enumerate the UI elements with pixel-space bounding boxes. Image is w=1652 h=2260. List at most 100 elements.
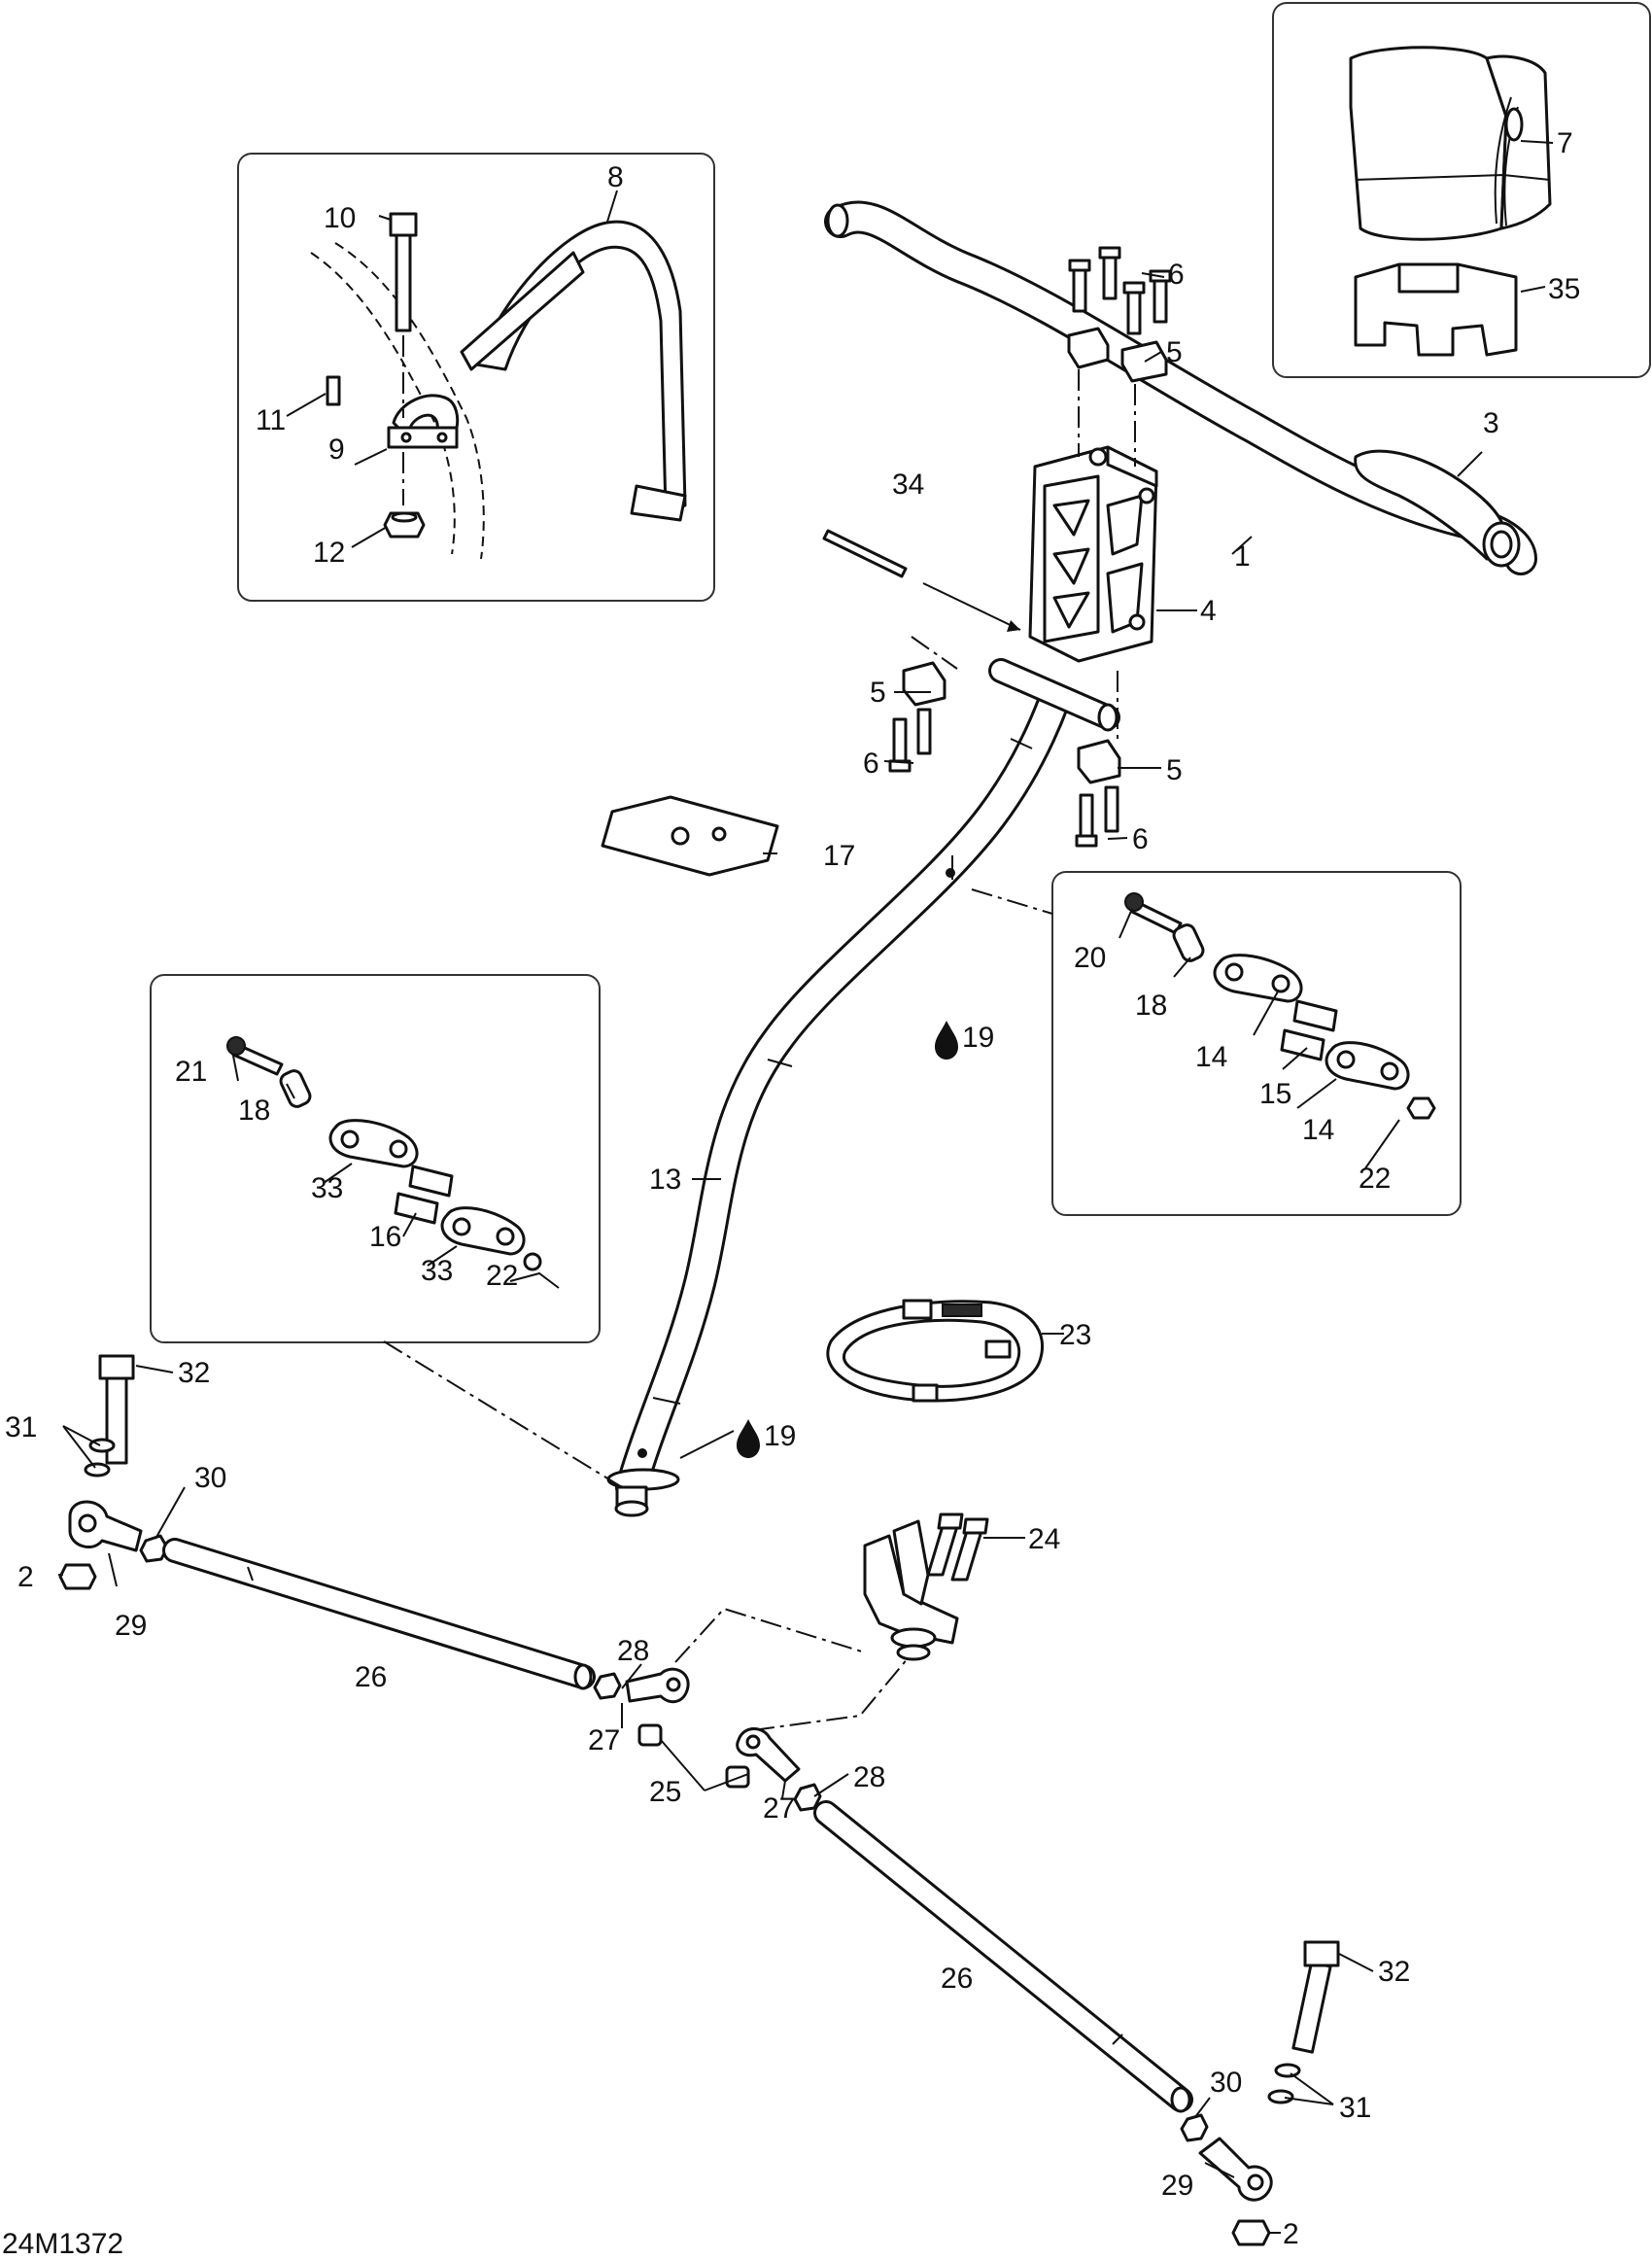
- callout-2: 2: [1283, 2218, 1299, 2250]
- callout-12: 12: [313, 537, 345, 569]
- diagram-code: 24M1372: [2, 2228, 123, 2260]
- callout-30: 30: [194, 1462, 226, 1494]
- callout-27: 27: [588, 1724, 620, 1756]
- callout-9: 9: [328, 434, 345, 466]
- callout-26: 26: [355, 1661, 387, 1693]
- callout-19: 19: [764, 1420, 796, 1452]
- callout-29: 29: [115, 1610, 147, 1642]
- callout-16: 16: [369, 1221, 401, 1253]
- detail-box-handlebar-clamp: [237, 153, 715, 602]
- tie-rod-right: [813, 1800, 1193, 2113]
- callout-35: 35: [1548, 273, 1580, 305]
- oil-drop-icon: [935, 1021, 958, 1060]
- upper-clamp-left: [1067, 327, 1110, 369]
- jam-nut-left: [139, 1534, 169, 1563]
- bushing-spacer-lower: [394, 1165, 454, 1225]
- column-bottom-flange: [606, 1468, 680, 1517]
- callout-19: 19: [962, 1022, 994, 1054]
- callout-23: 23: [1059, 1319, 1091, 1351]
- pad-foam-insert: [1354, 262, 1518, 357]
- column-cover: [826, 1299, 1045, 1403]
- bushing-nut-lower: [523, 1252, 542, 1271]
- bushing-bolt-upper: [1124, 892, 1183, 935]
- callout-8: 8: [607, 161, 624, 193]
- bushing-spacer-upper: [1280, 999, 1338, 1061]
- detail-box-handlebar-pad: [1272, 2, 1651, 378]
- callout-3: 3: [1483, 407, 1499, 439]
- callout-5: 5: [1166, 754, 1183, 786]
- bracket-bolts: [926, 1512, 989, 1582]
- callout-18: 18: [1135, 990, 1167, 1022]
- callout-33: 33: [311, 1172, 343, 1204]
- callout-6: 6: [1132, 823, 1149, 855]
- callout-28: 28: [617, 1635, 649, 1667]
- washers-right: [1267, 2063, 1301, 2104]
- lower-clamp-left: [902, 661, 946, 707]
- callout-2: 2: [17, 1561, 34, 1593]
- callout-33: 33: [421, 1255, 453, 1287]
- steering-arm-bracket: [863, 1519, 959, 1661]
- u-clamp: [387, 394, 460, 449]
- spacer-b: [725, 1765, 750, 1789]
- handlebar-pad-bar: [460, 220, 687, 522]
- callout-4: 4: [1200, 595, 1217, 627]
- bushing-bolt-lower: [226, 1036, 284, 1076]
- callout-31: 31: [1339, 2092, 1371, 2124]
- upper-screws: [1068, 246, 1172, 335]
- callout-24: 24: [1028, 1523, 1060, 1555]
- mounting-plate: [601, 795, 779, 877]
- upper-clamp-right: [1120, 340, 1168, 383]
- callout-1: 1: [1234, 540, 1251, 573]
- detail-box-upper-bushing: [1051, 871, 1462, 1216]
- washers-left: [84, 1438, 116, 1478]
- oil-drop-icon: [737, 1419, 760, 1458]
- stem-clamp-block: [1028, 445, 1158, 663]
- callout-20: 20: [1074, 942, 1106, 974]
- lower-clamp-right: [1077, 739, 1121, 784]
- callout-27: 27: [763, 1792, 795, 1825]
- spacer-a: [637, 1723, 663, 1747]
- callout-22: 22: [1359, 1163, 1391, 1195]
- bushing-half-b-lower: [440, 1206, 526, 1256]
- callout-6: 6: [863, 748, 879, 780]
- callout-26: 26: [941, 1963, 973, 1995]
- clamp-bolt: [389, 212, 418, 332]
- handlebar-grip: [1354, 449, 1521, 568]
- callout-14: 14: [1302, 1114, 1334, 1146]
- callout-14: 14: [1195, 1041, 1227, 1073]
- callout-5: 5: [870, 677, 886, 709]
- callout-17: 17: [823, 840, 855, 872]
- tie-rod-left: [162, 1538, 596, 1690]
- detail-box-lower-bushing: [150, 974, 601, 1343]
- callout-15: 15: [1259, 1078, 1291, 1110]
- callout-6: 6: [1168, 259, 1185, 291]
- callout-18: 18: [238, 1095, 270, 1127]
- callout-34: 34: [892, 469, 924, 501]
- tie-rod-end-left: [58, 1500, 143, 1590]
- callout-31: 31: [5, 1411, 37, 1443]
- bushing-sleeve-lower: [279, 1069, 312, 1108]
- clamp-spacer: [326, 375, 341, 406]
- inner-nut-left: [593, 1672, 622, 1700]
- callout-28: 28: [853, 1761, 885, 1793]
- bushing-half-top: [1213, 954, 1303, 1003]
- callout-32: 32: [1378, 1956, 1410, 1988]
- callout-22: 22: [486, 1260, 518, 1292]
- jam-nut-right: [1180, 2113, 1209, 2142]
- roll-pin: [822, 529, 1021, 632]
- bushing-half-bottom: [1325, 1041, 1410, 1091]
- callout-10: 10: [324, 202, 356, 234]
- callout-25: 25: [649, 1776, 681, 1808]
- callout-30: 30: [1210, 2067, 1242, 2099]
- bushing-sleeve-upper: [1172, 923, 1205, 962]
- tie-rod-end-right: [1198, 2137, 1273, 2246]
- callout-11: 11: [256, 404, 286, 436]
- callout-5: 5: [1166, 336, 1183, 368]
- bushing-nut-upper: [1406, 1096, 1436, 1120]
- bushing-half-a-lower: [328, 1119, 419, 1168]
- callout-7: 7: [1557, 127, 1573, 159]
- clamp-nut: [383, 511, 426, 539]
- tie-rod-bolt-right: [1291, 1940, 1340, 2054]
